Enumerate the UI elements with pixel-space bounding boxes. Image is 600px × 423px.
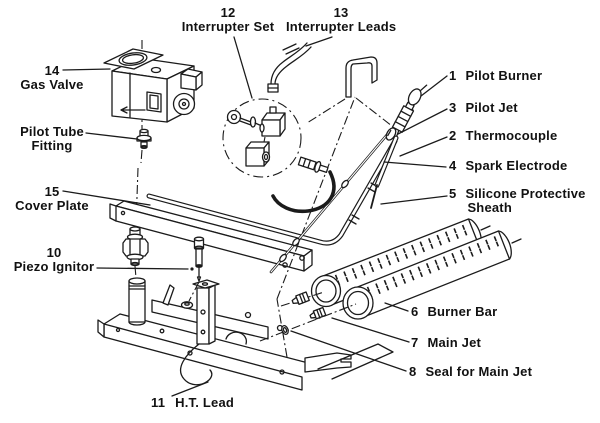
part-name: Seal for Main Jet (425, 364, 533, 379)
part-name: Silicone Protective (465, 186, 586, 201)
part-number: 4 (449, 158, 457, 173)
part-number: 7 (411, 335, 419, 350)
label-gas-valve: 14 Gas Valve (10, 64, 94, 92)
label-burner-bar: 6 Burner Bar (411, 305, 497, 319)
part-name: Gas Valve (20, 77, 84, 92)
part-name: Interrupter Leads (286, 19, 397, 34)
spark-plug-connector-drawing (273, 156, 334, 212)
part-number: 13 (333, 5, 349, 20)
main-jet-2-drawing (309, 307, 326, 320)
seal-drawing (281, 325, 290, 336)
label-seal-main-jet: 8 Seal for Main Jet (409, 365, 532, 379)
part-name: Main Jet (427, 335, 482, 350)
part-number: 15 (44, 184, 60, 199)
label-main-jet: 7 Main Jet (411, 336, 481, 350)
part-number: 12 (220, 5, 236, 20)
part-name: Burner Bar (427, 304, 498, 319)
piezo-ignitor-drawing (123, 227, 148, 266)
label-pilot-tube-fitting: Pilot Tube Fitting (8, 125, 96, 153)
leader-lines (63, 37, 447, 396)
part-name: Pilot Jet (465, 100, 518, 115)
pilot-burner-drawing (393, 80, 428, 132)
part-name: Piezo Ignitor (13, 259, 95, 274)
label-interrupter-set: 12 Interrupter Set (176, 6, 280, 34)
part-name: Pilot Burner (465, 68, 543, 83)
part-name: Cover Plate (15, 198, 89, 213)
part-name: Interrupter Set (181, 19, 275, 34)
label-thermocouple: 2 Thermocouple (449, 129, 557, 143)
label-interrupter-leads: 13 Interrupter Leads (286, 6, 396, 34)
mounting-bracket-drawing (346, 57, 377, 97)
part-number: 2 (449, 128, 457, 143)
main-jet-1-drawing (291, 292, 309, 306)
cover-plate-drawing (110, 201, 312, 271)
part-name: H.T. Lead (175, 395, 235, 410)
mounting-post-drawing (182, 280, 220, 344)
part-name-line2: Fitting (31, 138, 73, 153)
burner-bar-2-drawing (343, 231, 511, 319)
gas-valve-drawing (104, 49, 202, 122)
part-name-line2: Sheath (467, 200, 512, 215)
ht-lead-wire (181, 344, 212, 385)
part-name: Pilot Tube (20, 124, 84, 139)
burner-bar-1-drawing (312, 219, 482, 307)
assembly-axis-lines (277, 97, 392, 357)
label-cover-plate: 15 Cover Plate (10, 185, 94, 213)
part-number: 1 (449, 68, 457, 83)
part-number: 8 (409, 364, 417, 379)
part-number: 10 (46, 245, 62, 260)
part-number: 6 (411, 304, 419, 319)
label-ht-lead: 11 H.T. Lead (151, 396, 234, 410)
part-name: Thermocouple (465, 128, 558, 143)
support-cylinder-drawing (129, 278, 145, 325)
label-piezo-ignitor: 10 Piezo Ignitor (8, 246, 100, 274)
part-number: 3 (449, 100, 457, 115)
part-number: 5 (449, 186, 457, 201)
pilot-tube-drawing (149, 141, 395, 243)
part-number: 11 (151, 395, 166, 410)
part-name: Spark Electrode (465, 158, 568, 173)
label-pilot-burner: 1 Pilot Burner (449, 69, 542, 83)
interrupter-set-drawing (223, 99, 301, 177)
pilot-jet-drawing (384, 126, 397, 141)
base-frame-drawing (98, 285, 393, 390)
label-pilot-jet: 3 Pilot Jet (449, 101, 518, 115)
label-silicone-sheath: 5 Silicone Protective Sheath (449, 187, 586, 215)
part-number: 14 (44, 63, 60, 78)
ignitor-electrode-drawing (195, 237, 204, 281)
pilot-tube-fitting-drawing (137, 129, 151, 148)
label-spark-electrode: 4 Spark Electrode (449, 159, 567, 173)
interrupter-leads-drawing (268, 43, 311, 92)
